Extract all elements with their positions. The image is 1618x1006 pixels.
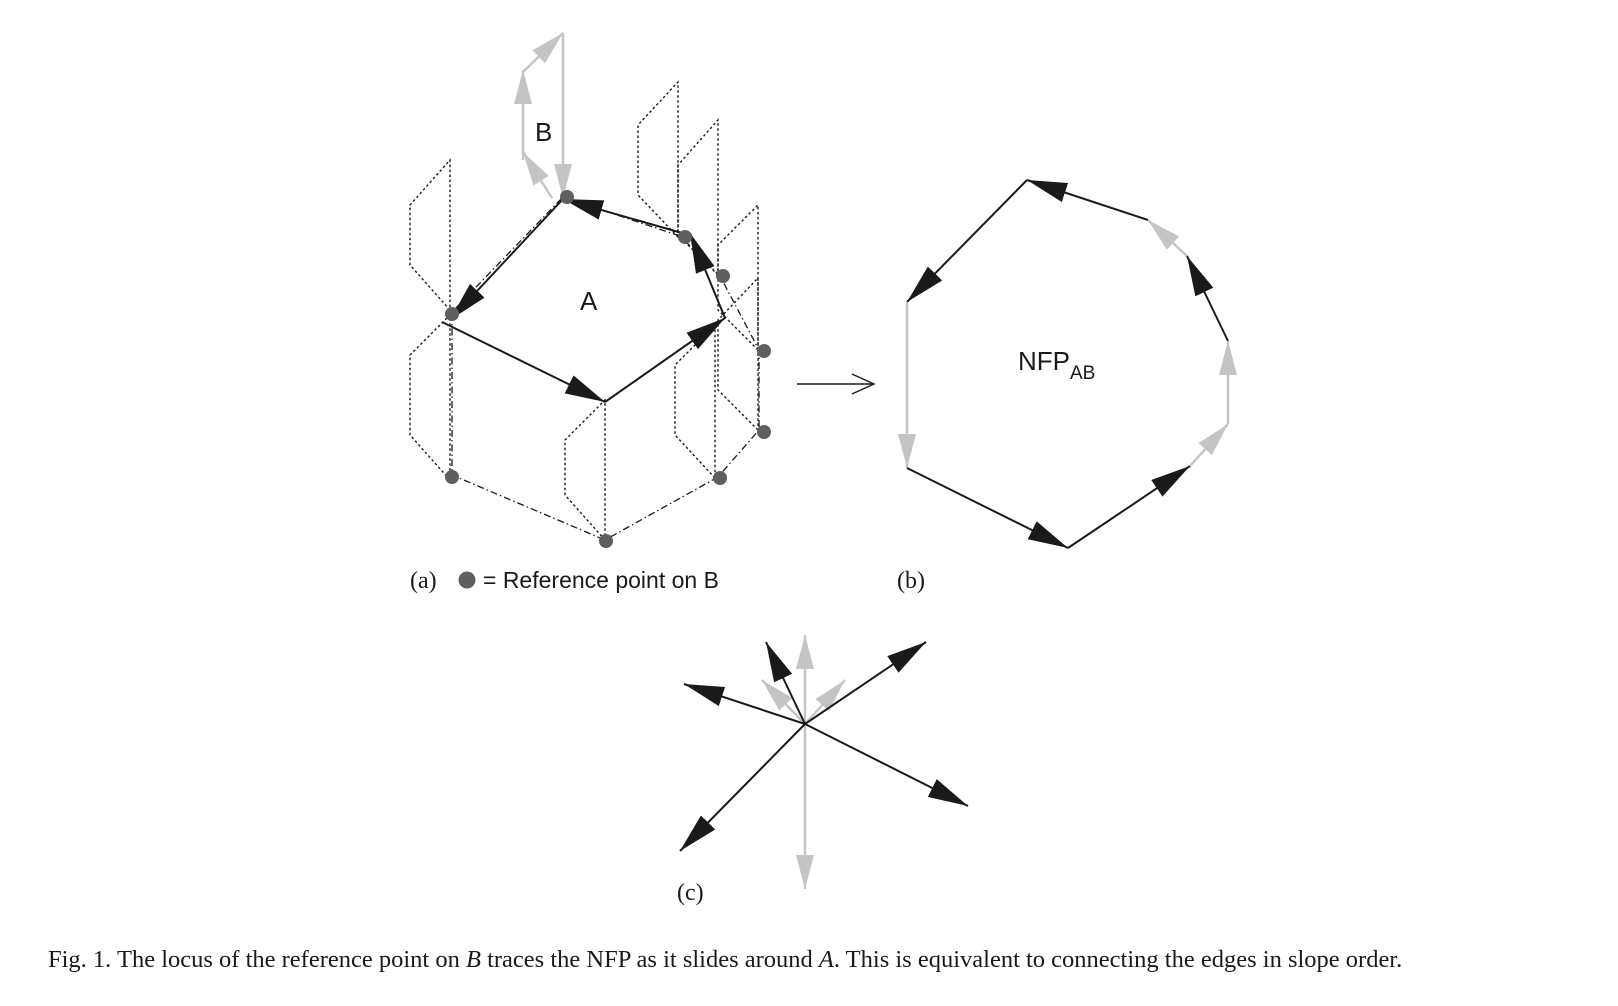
nfp-edge-2: [906, 179, 1028, 303]
nfp-edge-8: [1186, 255, 1229, 342]
swept-b-outline-right-3: [674, 323, 716, 480]
swept-b-outline-right-1: [717, 203, 759, 352]
slope-edge-downright: [804, 723, 969, 807]
reference-point: [716, 269, 730, 283]
panel-a-caption-tag: (a): [410, 568, 437, 594]
caption-middle: traces the NFP as it slides around: [481, 946, 819, 973]
polygon-a-edges: [441, 198, 726, 403]
panel-a: A B (a) = Reference point on B: [409, 32, 771, 594]
slope-edge-downleft: [679, 723, 806, 852]
nfp-edge-4: [906, 467, 1069, 549]
reference-point: [599, 534, 613, 548]
reference-point: [713, 471, 727, 485]
slope-edge-grey-upright: [804, 679, 846, 725]
swept-b-outline-top-right-1: [637, 80, 679, 239]
nfp-label: NFPAB: [1018, 346, 1095, 384]
edge-b-4: [522, 32, 564, 73]
slope-ordered-edges: [679, 635, 969, 889]
reference-point: [678, 230, 692, 244]
edge-a-4: [604, 317, 726, 403]
swept-b-outline-left-upper: [409, 158, 451, 312]
slope-edge-left: [683, 683, 806, 725]
reference-point: [445, 470, 459, 484]
reference-point: [560, 190, 574, 204]
edge-b-2: [521, 151, 554, 199]
nfp-polygon-edges: [898, 179, 1237, 549]
caption-a-italic: A: [817, 946, 835, 973]
edge-a-2: [449, 198, 564, 321]
figure-caption: Fig. 1. The locus of the reference point…: [48, 946, 1402, 973]
nfp-edge-9: [1147, 219, 1188, 257]
edge-a-1: [562, 198, 683, 234]
swept-b-outline-left-lower: [409, 313, 451, 482]
nfp-edge-1: [1026, 179, 1149, 221]
nfp-label-main: NFP: [1018, 346, 1070, 376]
reference-points: [445, 190, 771, 548]
reference-point: [757, 344, 771, 358]
legend-text: = Reference point on B: [483, 567, 719, 593]
panel-c: (c): [677, 635, 969, 906]
legend-reference-point-icon: [458, 571, 476, 589]
caption-suffix: . This is equivalent to connecting the e…: [834, 946, 1402, 973]
shape-a-label: A: [580, 286, 598, 316]
edge-a-5: [689, 232, 726, 319]
transition-arrowhead: [851, 373, 876, 395]
panel-c-caption-tag: (c): [677, 880, 704, 906]
nfp-edge-5: [1067, 465, 1191, 549]
panel-b: NFPAB (b): [897, 179, 1237, 594]
swept-b-outline-right-2: [717, 276, 759, 432]
reference-point: [445, 307, 459, 321]
nfp-edge-6: [1189, 423, 1229, 467]
edge-a-3: [441, 321, 606, 403]
swept-b-outline-bottom: [564, 398, 606, 542]
reference-point: [757, 425, 771, 439]
slope-edge-upright: [804, 641, 927, 725]
nfp-label-subscript: AB: [1070, 363, 1095, 384]
caption-prefix: Fig. 1. The locus of the reference point…: [48, 946, 466, 973]
shape-b-label: B: [535, 117, 552, 147]
panel-b-caption-tag: (b): [897, 568, 925, 594]
polygon-b-edges: [514, 32, 572, 199]
slope-edge-grey-upleft: [761, 679, 806, 725]
swept-b-outline-top-right-2: [677, 118, 719, 277]
slope-edge-upleft-steep: [765, 641, 806, 725]
caption-b-italic: B: [466, 946, 481, 973]
